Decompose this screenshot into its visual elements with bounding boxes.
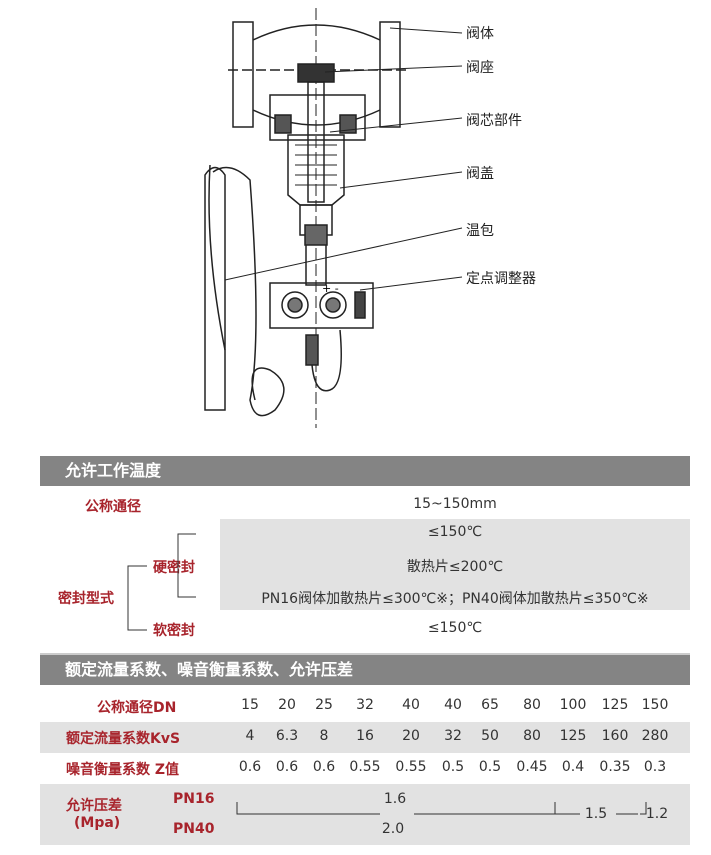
row-value: 0.6 xyxy=(238,759,262,775)
adjuster-marks: + - xyxy=(322,282,339,295)
seal-type-label: 密封型式 xyxy=(58,591,114,607)
row-value: 0.6 xyxy=(275,759,299,775)
row-value: 80 xyxy=(523,728,541,744)
hard-value-3: PN16阀体加散热片≤300℃※；PN40阀体加散热片≤350℃※ xyxy=(261,591,649,607)
row-value: 0.55 xyxy=(349,759,381,775)
row-label: 额定流量系数KvS xyxy=(66,731,181,747)
temp-section-header: 允许工作温度 xyxy=(40,456,690,486)
row-value: 80 xyxy=(523,697,541,713)
row-value: 125 xyxy=(559,728,587,744)
flow-section-header: 额定流量系数、噪音衡量系数、允许压差 xyxy=(40,655,690,685)
row-value: 16 xyxy=(356,728,374,744)
nominal-value: 15~150mm xyxy=(413,496,497,512)
row-value: 0.55 xyxy=(395,759,427,775)
row-value: 150 xyxy=(641,697,669,713)
row-label: 噪音衡量系数 Z值 xyxy=(66,762,180,778)
label-valve-cover: 阀盖 xyxy=(466,166,494,182)
soft-value: ≤150℃ xyxy=(427,620,483,636)
row-value: 0.5 xyxy=(441,759,465,775)
row-label: 公称通径DN xyxy=(97,700,177,716)
pressure-label: 允许压差 xyxy=(66,798,122,814)
row-value: 0.3 xyxy=(643,759,667,775)
hard-seal-label: 硬密封 xyxy=(153,560,195,576)
row-value: 32 xyxy=(444,728,462,744)
pn40-label: PN40 xyxy=(173,821,215,837)
row-value: 32 xyxy=(356,697,374,713)
row-value: 40 xyxy=(444,697,462,713)
row-value: 20 xyxy=(402,728,420,744)
pn16-value-1: 1.6 xyxy=(383,791,407,807)
pn40-value: 2.0 xyxy=(381,821,405,837)
hard-seal-block xyxy=(220,519,690,610)
row-value: 0.4 xyxy=(561,759,585,775)
row-value: 0.5 xyxy=(478,759,502,775)
row-value: 0.35 xyxy=(599,759,631,775)
pressure-unit: (Mpa) xyxy=(74,815,121,831)
row-value: 50 xyxy=(481,728,499,744)
row-value: 160 xyxy=(601,728,629,744)
soft-seal-label: 软密封 xyxy=(153,623,195,639)
hard-value-1: ≤150℃ xyxy=(427,524,483,540)
pn16-value-3: 1.2 xyxy=(645,806,669,822)
label-valve-seat: 阀座 xyxy=(466,60,494,76)
row-value: 15 xyxy=(241,697,259,713)
row-value: 6.3 xyxy=(275,728,299,744)
pn16-label: PN16 xyxy=(173,791,215,807)
row-value: 0.45 xyxy=(516,759,548,775)
row-value: 4 xyxy=(245,728,255,744)
row-value: 125 xyxy=(601,697,629,713)
row-value: 65 xyxy=(481,697,499,713)
row-value: 8 xyxy=(319,728,329,744)
pn16-value-2: 1.5 xyxy=(584,806,608,822)
row-value: 280 xyxy=(641,728,669,744)
row-value: 20 xyxy=(278,697,296,713)
label-valve-core: 阀芯部件 xyxy=(466,113,522,129)
row-value: 0.6 xyxy=(312,759,336,775)
valve-diagram xyxy=(204,8,463,428)
row-value: 40 xyxy=(402,697,420,713)
nominal-label: 公称通径 xyxy=(85,499,141,515)
row-value: 100 xyxy=(559,697,587,713)
label-valve-body: 阀体 xyxy=(466,26,494,42)
kvs-row-bg xyxy=(40,722,690,753)
label-setpoint-adjuster: 定点调整器 xyxy=(466,271,536,287)
row-value: 25 xyxy=(315,697,333,713)
hard-value-2: 散热片≤200℃ xyxy=(406,559,504,575)
label-temp-bulb: 温包 xyxy=(466,223,494,239)
